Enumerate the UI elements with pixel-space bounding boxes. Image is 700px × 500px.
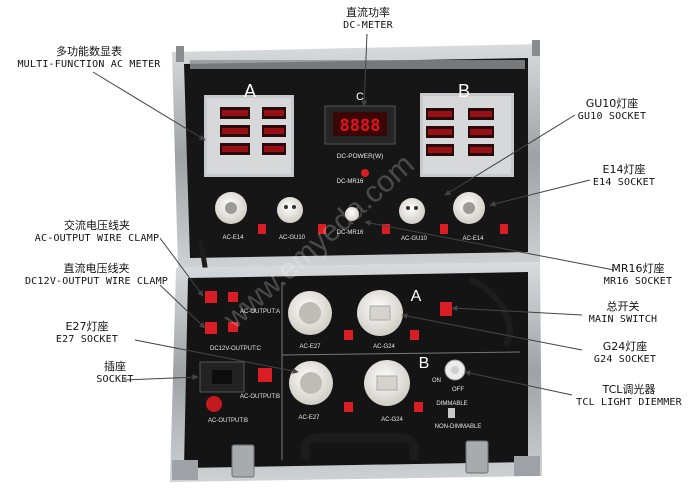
e27-top-switch[interactable]: [344, 330, 353, 340]
callout-ac-clamp: 交流电压线夹 AC-OUTPUT WIRE CLAMP: [22, 219, 172, 245]
dc12v-output-label: DC12V-OUTPUT:C: [210, 346, 262, 352]
dc-power-label: DC-POWER(W): [337, 153, 384, 160]
latch-left[interactable]: [231, 444, 255, 478]
meter-panel-a: A: [204, 81, 294, 177]
output-a-indicator: [228, 292, 238, 302]
ac-e14-left-label: AC-E14: [222, 235, 244, 241]
callout-outlet-cn: 插座: [104, 360, 126, 373]
meter-a-displays: [220, 107, 286, 155]
dimmable-label: DIMMABLE: [436, 401, 467, 407]
callout-arrows: [92, 33, 615, 396]
callout-multi-meter-cn: 多功能数显表: [56, 45, 122, 58]
ac-e14-right-label: AC-E14: [462, 236, 484, 242]
gu10-socket-left: [277, 197, 303, 223]
non-dimmable-label: NON-DIMMABLE: [435, 424, 482, 430]
callout-dimmer-en: TCL LIGHT DIEMMER: [576, 397, 682, 408]
callout-e14-socket-en: E14 SOCKET: [592, 177, 656, 188]
callout-e27-socket: E27灯座 E27 SOCKET: [32, 320, 142, 346]
base-b-label: B: [419, 355, 430, 372]
dc12v-indicator: [228, 322, 238, 332]
callout-mr16-socket-cn: MR16灯座: [611, 262, 665, 275]
gu10-right-switch[interactable]: [440, 224, 448, 234]
mr16-switch[interactable]: [382, 224, 390, 234]
e14-right-switch[interactable]: [500, 224, 508, 234]
base-left-controls: AC-OUTPUT:A DC12V-OUTPUT:C AC-OUTPUT:B A…: [199, 291, 280, 424]
callout-mr16-socket: MR16灯座 MR16 SOCKET: [588, 262, 688, 288]
callout-g24-socket: G24灯座 G24 SOCKET: [580, 340, 670, 366]
base-section-a: A AC-E27 AC-G24: [288, 277, 513, 350]
callout-gu10-socket-en: GU10 SOCKET: [577, 111, 647, 122]
e27-bottom-switch[interactable]: [344, 402, 353, 412]
meter-panel-b: B: [420, 81, 514, 177]
callout-dc-clamp-en: DC12V-OUTPUT WIRE CLAMP: [24, 276, 169, 287]
ac-e27-bottom-label: AC-E27: [298, 415, 320, 421]
callout-main-switch-en: MAIN SWITCH: [588, 314, 658, 325]
dimmer-off-label: OFF: [452, 387, 464, 393]
output-a-switch[interactable]: [205, 291, 217, 303]
callout-dimmer: TCL调光器 TCL LIGHT DIEMMER: [564, 383, 694, 409]
callout-main-switch: 总开关 MAIN SWITCH: [578, 300, 668, 326]
gu10-left-switch[interactable]: [318, 224, 326, 234]
dc12v-switch[interactable]: [205, 322, 217, 334]
ac-gu10-right-label: AC-GU10: [401, 236, 428, 242]
mr16-socket: [345, 207, 359, 221]
ac-e27-top-label: AC-E27: [299, 344, 321, 350]
callout-g24-socket-cn: G24灯座: [602, 340, 648, 353]
g24-bottom-switch[interactable]: [414, 402, 423, 412]
callout-dc-meter-cn: 直流功率: [346, 6, 390, 19]
ac-g24-bottom-label: AC-G24: [381, 417, 403, 423]
callout-multi-meter: 多功能数显表 MULTI-FUNCTION AC METER: [4, 45, 174, 71]
callout-outlet: 插座 SOCKET: [80, 360, 150, 386]
carry-handle[interactable]: [300, 433, 419, 460]
output-b-clamp[interactable]: [206, 396, 222, 412]
callout-g24-socket-en: G24 SOCKET: [593, 354, 657, 365]
callout-dc-meter: 直流功率 DC-METER: [318, 6, 418, 32]
callout-e27-socket-en: E27 SOCKET: [55, 334, 119, 345]
callout-gu10-socket-cn: GU10灯座: [585, 97, 639, 110]
callout-multi-meter-en: MULTI-FUNCTION AC METER: [17, 59, 161, 70]
meter-c-label: C: [356, 91, 364, 103]
callout-e14-socket: E14灯座 E14 SOCKET: [579, 163, 669, 189]
callout-ac-clamp-en: AC-OUTPUT WIRE CLAMP: [34, 233, 160, 244]
callout-main-switch-cn: 总开关: [606, 300, 640, 313]
callout-e27-socket-cn: E27灯座: [65, 320, 109, 333]
callout-mr16-socket-en: MR16 SOCKET: [603, 276, 673, 287]
dc-mr16-label-top: DC-MR16: [337, 179, 364, 185]
dc-meter-c: C 8888 DC-POWER(W) DC-MR16: [324, 91, 396, 185]
callout-outlet-en: SOCKET: [96, 374, 134, 385]
dimmer-on-label: ON: [432, 378, 441, 384]
callout-dc-clamp-cn: 直流电压线夹: [63, 262, 130, 275]
lid-socket-row: AC-E14 AC-GU10 DC-MR16 AC-GU10 AC-E14: [215, 192, 508, 242]
output-b-label: AC-OUTPUT:B: [208, 418, 248, 424]
ac-gu10-left-label: AC-GU10: [279, 235, 306, 241]
output-a-label: AC-OUTPUT:A: [240, 309, 280, 315]
gu10-socket-right: [399, 198, 425, 224]
callout-dimmer-cn: TCL调光器: [602, 383, 656, 396]
dimmable-toggle[interactable]: [448, 408, 455, 418]
base-a-label: A: [411, 288, 422, 305]
dc-meter-digits: 8888: [340, 116, 381, 136]
dc-mr16-label-bottom: DC-MR16: [337, 230, 364, 236]
case-base: [170, 262, 542, 482]
callout-dc-meter-en: DC-METER: [343, 20, 393, 31]
callout-e14-socket-cn: E14灯座: [602, 163, 646, 176]
callout-dc-clamp: 直流电压线夹 DC12V-OUTPUT WIRE CLAMP: [4, 262, 189, 288]
callout-gu10-socket: GU10灯座 GU10 SOCKET: [562, 97, 662, 123]
outlet-switch[interactable]: [258, 368, 272, 382]
case-hardware: [231, 433, 489, 478]
latch-right[interactable]: [465, 440, 489, 474]
base-section-b: B AC-E27 AC-G24 ON OFF DIMMABLE NON-DIMM…: [289, 355, 481, 430]
dc-mr16-switch-top[interactable]: [361, 169, 369, 177]
main-switch[interactable]: [440, 302, 452, 316]
meter-a-label: A: [244, 81, 256, 101]
meter-b-label: B: [458, 81, 470, 101]
callout-ac-clamp-cn: 交流电压线夹: [64, 219, 130, 232]
g24-top-switch[interactable]: [410, 330, 419, 340]
meter-b-displays: [426, 108, 494, 156]
ac-g24-top-label: AC-G24: [373, 344, 395, 350]
output-b-label-small: AC-OUTPUT:B: [240, 394, 280, 400]
e14-left-switch[interactable]: [258, 224, 266, 234]
